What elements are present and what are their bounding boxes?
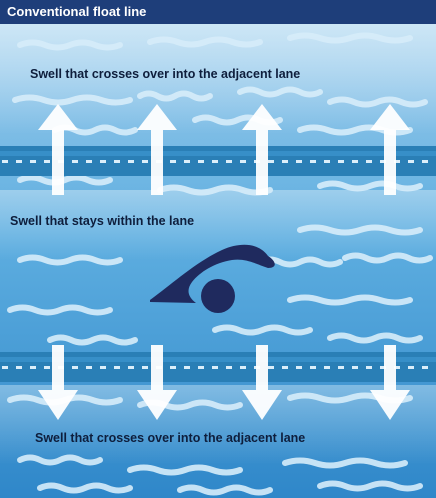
float-segment bbox=[142, 366, 148, 369]
float-segment bbox=[114, 366, 120, 369]
float-segment bbox=[198, 366, 204, 369]
float-segment bbox=[212, 160, 218, 163]
float-segment bbox=[240, 366, 246, 369]
float-segment bbox=[338, 160, 344, 163]
float-segment bbox=[324, 160, 330, 163]
float-segment bbox=[408, 366, 414, 369]
float-segment bbox=[282, 160, 288, 163]
float-segment bbox=[100, 366, 106, 369]
float-segment bbox=[226, 366, 232, 369]
float-segment bbox=[212, 366, 218, 369]
float-segment bbox=[44, 160, 50, 163]
float-segment bbox=[240, 160, 246, 163]
float-segment bbox=[72, 160, 78, 163]
float-segment bbox=[324, 366, 330, 369]
float-segment bbox=[128, 160, 134, 163]
float-segment bbox=[296, 160, 302, 163]
float-segment bbox=[184, 366, 190, 369]
float-segment bbox=[2, 366, 8, 369]
float-segment bbox=[184, 160, 190, 163]
float-line-highlight bbox=[0, 357, 436, 362]
float-segment bbox=[86, 160, 92, 163]
float-segment bbox=[170, 160, 176, 163]
swimmer-head bbox=[201, 279, 235, 313]
float-segment bbox=[128, 366, 134, 369]
float-segment bbox=[170, 366, 176, 369]
float-segment bbox=[30, 160, 36, 163]
float-segment bbox=[366, 366, 372, 369]
float-segment bbox=[142, 160, 148, 163]
float-segment bbox=[268, 366, 274, 369]
float-segment bbox=[366, 160, 372, 163]
float-segment bbox=[86, 366, 92, 369]
top-swell-label: Swell that crosses over into the adjacen… bbox=[30, 67, 300, 81]
float-segment bbox=[2, 160, 8, 163]
float-segment bbox=[44, 366, 50, 369]
float-segment bbox=[310, 160, 316, 163]
float-line-highlight bbox=[0, 151, 436, 156]
float-segment bbox=[352, 160, 358, 163]
float-segment bbox=[72, 366, 78, 369]
float-segment bbox=[16, 366, 22, 369]
float-segment bbox=[338, 366, 344, 369]
float-segment bbox=[310, 366, 316, 369]
header-bar: Conventional float line bbox=[0, 0, 436, 24]
float-line-icon bbox=[0, 352, 436, 382]
float-segment bbox=[16, 160, 22, 163]
float-segment bbox=[282, 366, 288, 369]
float-segment bbox=[100, 160, 106, 163]
float-segment bbox=[114, 160, 120, 163]
middle-swell-label: Swell that stays within the lane bbox=[10, 214, 194, 228]
float-segment bbox=[268, 160, 274, 163]
float-segment bbox=[408, 160, 414, 163]
float-segment bbox=[226, 160, 232, 163]
float-segment bbox=[352, 366, 358, 369]
float-segment bbox=[422, 160, 428, 163]
header-title: Conventional float line bbox=[7, 4, 146, 19]
float-segment bbox=[198, 160, 204, 163]
float-segment bbox=[422, 366, 428, 369]
bottom-swell-label: Swell that crosses over into the adjacen… bbox=[35, 431, 305, 445]
float-segment bbox=[30, 366, 36, 369]
float-segment bbox=[296, 366, 302, 369]
float-line-icon bbox=[0, 146, 436, 176]
